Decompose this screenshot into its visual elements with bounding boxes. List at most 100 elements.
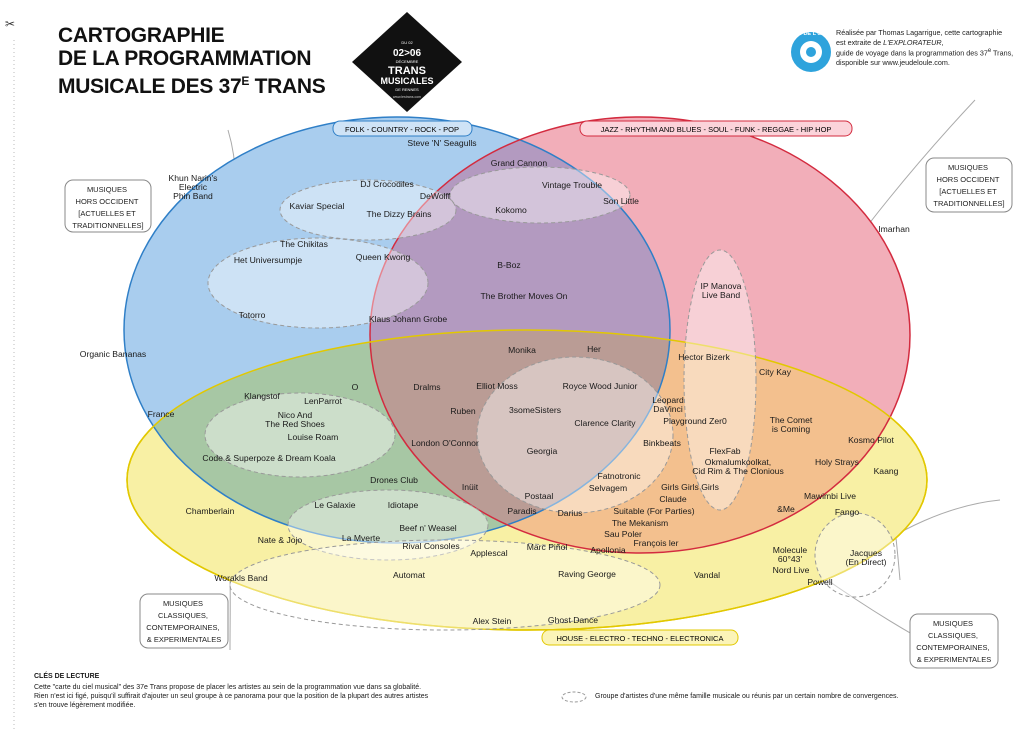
artist-label: Kaang xyxy=(874,466,899,476)
credit-line-3: guide de voyage dans la programmation de… xyxy=(836,47,1026,58)
artist-label: Ruben xyxy=(450,406,476,416)
artist-label: London O'Connor xyxy=(411,438,479,448)
artist-label: Kokomo xyxy=(495,205,527,215)
key-title: CLÉS DE LECTURE xyxy=(34,673,100,680)
artist-label: Applescal xyxy=(470,548,507,558)
jeu-de-louie-logo: JEU DE L'OUÏE xyxy=(791,30,831,72)
artist-label: France xyxy=(148,409,175,419)
side-box-hors-right: MUSIQUES HORS OCCIDENT [ACTUELLES ET TRA… xyxy=(933,163,1004,208)
credit-comma: , xyxy=(941,37,944,47)
trans-musicales-logo: DU 02 02>06 DÉCEMBRE TRANS MUSICALES DE … xyxy=(352,12,462,112)
svg-text:DU 02: DU 02 xyxy=(401,40,413,45)
artist-label: Girls Girls Girls xyxy=(661,482,719,492)
legend-text: Groupe d'artistes d'une même famille mus… xyxy=(595,693,899,700)
artist-label: Louise Roam xyxy=(288,432,339,442)
artist-label: Kosmo Pilot xyxy=(848,435,894,445)
svg-text:DE RENNES: DE RENNES xyxy=(395,87,419,92)
title-superscript: E xyxy=(241,74,250,88)
artist-label: Georgia xyxy=(527,446,558,456)
artist-label: Mawimbi Live xyxy=(804,491,856,501)
credit-text: Réalisée par Thomas Lagarrigue, cette ca… xyxy=(836,28,1026,68)
genre-labels: FOLK - COUNTRY - ROCK - POP JAZZ - RHYTH… xyxy=(332,120,853,646)
artist-label: Her xyxy=(587,344,601,354)
artist-label: Steve 'N' Seagulls xyxy=(407,138,476,148)
artist-label: Binkbeats xyxy=(643,438,681,448)
artist-label: DeWolff xyxy=(420,191,451,201)
artist-label: Son Little xyxy=(603,196,639,206)
artist-label: Apollonia xyxy=(590,545,626,555)
artist-label: Automat xyxy=(393,570,426,580)
key-line-1: Cette "carte du ciel musical" des 37e Tr… xyxy=(34,684,422,691)
artist-label: Klangstof xyxy=(244,391,280,401)
title-line-2: DE LA PROGRAMMATION xyxy=(58,47,312,70)
genre-label-jazz: JAZZ - RHYTHM AND BLUES - SOUL - FUNK - … xyxy=(601,125,832,134)
key-line-3: s'en trouve légèrement modifiée. xyxy=(34,702,136,709)
artist-label: LenParrot xyxy=(304,396,342,406)
side-box-classiques-right: MUSIQUES CLASSIQUES, CONTEMPORAINES, & E… xyxy=(916,619,991,664)
svg-text:JEU DE L'OUÏE: JEU DE L'OUÏE xyxy=(791,30,831,37)
credit-line-1: Réalisée par Thomas Lagarrigue, cette ca… xyxy=(836,28,1003,37)
artist-label: Imarhan xyxy=(878,224,910,234)
side-box-hors-left: MUSIQUES HORS OCCIDENT [ACTUELLES ET TRA… xyxy=(72,185,143,230)
artist-label: Grand Cannon xyxy=(491,158,548,168)
artist-label: Drones Club xyxy=(370,475,418,485)
svg-text:www.lestrans.com: www.lestrans.com xyxy=(393,95,421,99)
svg-text:02>06: 02>06 xyxy=(393,48,422,59)
artist-label: Inüit xyxy=(462,482,479,492)
artist-label: Hector Bizerk xyxy=(678,352,730,362)
title-line-1: CARTOGRAPHIE xyxy=(58,24,225,47)
artist-label: Rival Consoles xyxy=(402,541,459,551)
side-box-classiques-left: MUSIQUES CLASSIQUES, CONTEMPORAINES, & E… xyxy=(146,599,221,644)
artist-label: FlexFab xyxy=(709,446,740,456)
genre-label-folk: FOLK - COUNTRY - ROCK - POP xyxy=(345,125,459,134)
artist-label: City Kay xyxy=(759,367,792,377)
artist-label: Queen Kwong xyxy=(356,252,411,262)
scissors-icon: ✂ xyxy=(5,17,16,31)
legend-dashed-sample xyxy=(561,691,587,703)
credit-line-3-text: guide de voyage dans la programmation de… xyxy=(836,48,988,58)
artist-label: Suitable (For Parties) xyxy=(613,506,694,516)
credit-publication: L'EXPLORATEUR xyxy=(883,37,942,47)
artist-label: &Me xyxy=(777,504,795,514)
artist-label: Ghost Dance xyxy=(548,615,598,625)
artist-label: Idiotape xyxy=(388,500,419,510)
genre-label-house: HOUSE - ELECTRO - TECHNO - ELECTRONICA xyxy=(557,634,724,643)
credit-line-2: est extraite de L'EXPLORATEUR, xyxy=(836,38,1026,48)
title-line-3-text: MUSICALE DES 37 xyxy=(58,75,242,98)
artist-label: François ler xyxy=(634,538,679,548)
artist-label: Le Galaxie xyxy=(314,500,355,510)
triple-overlap xyxy=(370,330,670,543)
artist-label: Fango xyxy=(835,507,860,517)
artist-label: Nate & Jojo xyxy=(258,535,303,545)
artist-label: B-Boz xyxy=(497,260,520,270)
credit-line-4: disponible sur www.jeudeloule.com. xyxy=(836,58,950,68)
side-boxes: MUSIQUES HORS OCCIDENT [ACTUELLES ET TRA… xyxy=(64,157,1013,669)
artist-label: The Chikitas xyxy=(280,239,328,249)
artist-label: Claude xyxy=(659,494,686,504)
artist-label: Raving George xyxy=(558,569,616,579)
artist-label: Beef n' Weasel xyxy=(399,523,456,533)
artist-label: Royce Wood Junior xyxy=(563,381,638,391)
artist-label: Paradis xyxy=(507,506,536,516)
artist-label: Chamberlain xyxy=(186,506,235,516)
svg-text:DÉCEMBRE: DÉCEMBRE xyxy=(396,59,419,64)
artist-label: Okmalumkoolkat,Cid Rim & The Clonious xyxy=(692,457,784,476)
artist-label: Elliot Moss xyxy=(476,381,518,391)
artist-label: Darius xyxy=(558,508,583,518)
artist-label: DJ Crocodiles xyxy=(360,179,414,189)
credit-superscript: e xyxy=(987,48,992,55)
artist-label: The Brother Moves On xyxy=(481,291,568,301)
artist-label: Organic Bananas xyxy=(80,349,146,359)
artist-label: Klaus Johann Grobe xyxy=(369,314,448,324)
artist-label: Marc Piñol xyxy=(527,542,568,552)
artist-label: La Mverte xyxy=(342,533,380,543)
credit-line-2-text: est extraite de xyxy=(836,37,884,47)
artist-label: Vintage Trouble xyxy=(542,180,602,190)
artist-label: Kaviar Special xyxy=(290,201,345,211)
